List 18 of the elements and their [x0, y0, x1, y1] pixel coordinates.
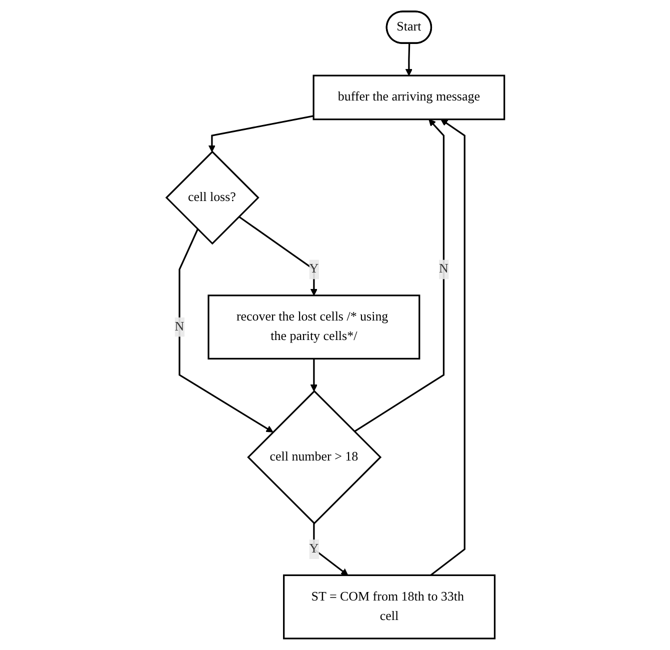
edge-label: Y	[308, 262, 318, 276]
edge-label: N	[174, 320, 184, 334]
arrow	[404, 44, 412, 76]
arrow	[178, 228, 273, 432]
node-box	[207, 294, 420, 360]
edge-label: Y	[308, 542, 318, 556]
arrow	[238, 216, 318, 296]
node-diamond	[164, 150, 259, 245]
arrow	[354, 119, 444, 432]
arrow	[208, 115, 314, 152]
arrow	[430, 119, 466, 576]
node-diamond	[246, 390, 382, 524]
node-box	[312, 74, 505, 120]
arrow	[312, 523, 348, 576]
edge-label: N	[438, 262, 448, 276]
node-box	[282, 574, 496, 640]
flowchart: Y N Y N Start buffer the arriving message cell loss? recover the lost cells /* using the parity cells*/ cell number > 18 ST = COM from 18th to 33th cell	[160, 5, 510, 645]
arrow	[310, 358, 318, 392]
